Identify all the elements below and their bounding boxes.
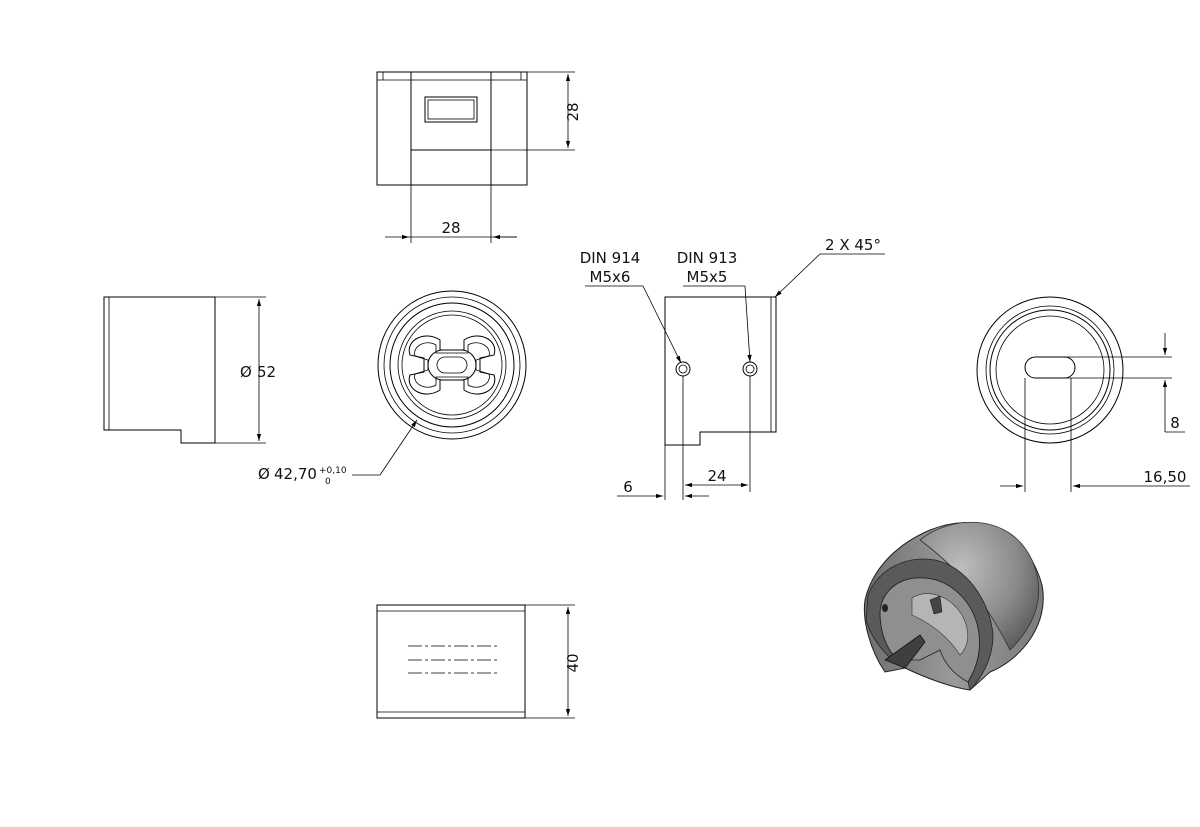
dim-side-diameter: 52 [257, 363, 276, 381]
callout-screw1-size: M5x6 [590, 268, 631, 286]
callout-screw1-std: DIN 914 [580, 249, 641, 267]
screw-side-view: DIN 914 M5x6 DIN 913 M5x5 2 X 45° 6 24 [580, 236, 885, 500]
dim-inner-diameter: 42,70 [274, 465, 317, 483]
front-view: 40 [376, 604, 582, 719]
dim-inner-diameter-symbol: Ø [258, 465, 270, 483]
dim-top-width: 28 [441, 219, 460, 237]
dim-slot-8: 8 [1170, 414, 1180, 432]
slot-end-view: 8 16,50 [976, 296, 1190, 492]
end-view: Ø 42,70 +0,10 0 [258, 290, 527, 487]
dim-inner-tol-upper: +0,10 [319, 466, 347, 476]
dim-slot-offset: 16,50 [1144, 468, 1187, 486]
dim-chamfer: 2 X 45° [825, 236, 881, 254]
callout-screw2-std: DIN 913 [677, 249, 738, 267]
left-side-view: Ø 52 [103, 296, 276, 444]
top-view: 28 28 [376, 71, 582, 243]
dim-front-height: 40 [564, 653, 582, 672]
callout-screw2-size: M5x5 [687, 268, 728, 286]
dim-inner-tol-lower: 0 [325, 477, 331, 487]
dim-offset-6: 6 [623, 478, 633, 496]
dim-spacing-24: 24 [707, 467, 726, 485]
dim-diameter-symbol: Ø [240, 363, 252, 381]
isometric-render [863, 521, 1044, 691]
dim-top-height: 28 [564, 102, 582, 121]
